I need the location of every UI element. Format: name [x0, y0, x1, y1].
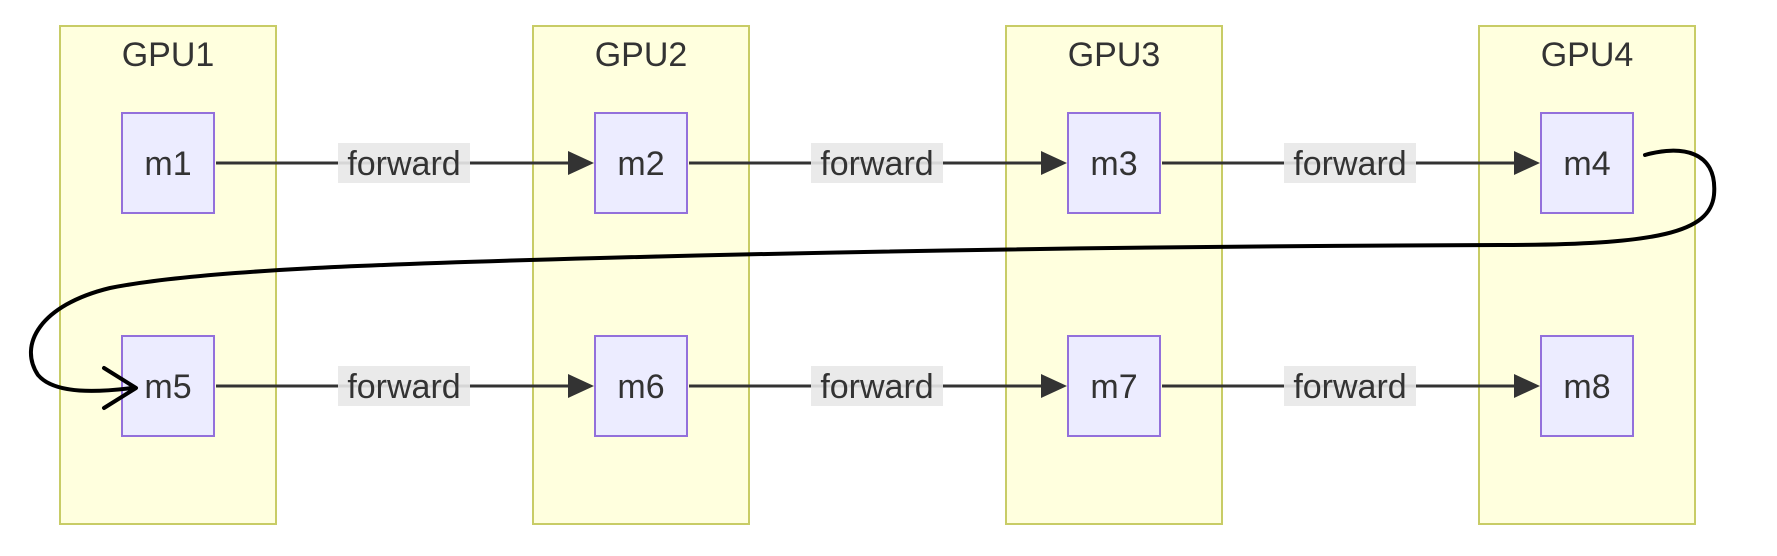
edge-label-m7-m8: forward	[1293, 368, 1406, 406]
node-m7: m7	[1067, 335, 1161, 437]
node-label-m6: m6	[617, 368, 664, 406]
node-box-m2	[594, 112, 688, 214]
node-box-m1	[121, 112, 215, 214]
node-m3: m3	[1067, 112, 1161, 214]
node-m8: m8	[1540, 335, 1634, 437]
node-box-m6	[594, 335, 688, 437]
node-m4: m4	[1540, 112, 1634, 214]
edge-m5-m6: forward	[216, 366, 594, 406]
edge-label-m6-m7: forward	[820, 368, 933, 406]
cluster-title-gpu1: GPU1	[122, 36, 215, 74]
node-box-m4	[1540, 112, 1634, 214]
edge-arrowhead-m3-m4	[1514, 151, 1540, 175]
node-m5: m5	[121, 335, 215, 437]
hand-drawn-arrow-m4-m5	[28, 148, 1717, 410]
cluster-box-gpu4	[1478, 25, 1696, 525]
edge-label-bg-m3-m4	[1284, 143, 1416, 183]
cluster-title-gpu2: GPU2	[595, 36, 688, 74]
edge-arrowhead-m1-m2	[568, 151, 594, 175]
cluster-box-gpu3	[1005, 25, 1223, 525]
cluster-box-gpu1	[59, 25, 277, 525]
edge-label-bg-m1-m2	[338, 143, 470, 183]
node-label-m1: m1	[144, 145, 191, 183]
edge-arrowhead-m7-m8	[1514, 374, 1540, 398]
edge-label-bg-m5-m6	[338, 366, 470, 406]
node-m2: m2	[594, 112, 688, 214]
edge-label-m2-m3: forward	[820, 145, 933, 183]
cluster-gpu3: GPU3	[1005, 25, 1223, 525]
edge-label-bg-m7-m8	[1284, 366, 1416, 406]
hand-drawn-arrowhead	[102, 366, 138, 410]
cluster-gpu4: GPU4	[1478, 25, 1696, 525]
edge-m6-m7: forward	[689, 366, 1067, 406]
node-m1: m1	[121, 112, 215, 214]
edge-label-bg-m6-m7	[811, 366, 943, 406]
node-label-m7: m7	[1090, 368, 1137, 406]
hand-drawn-curve	[28, 148, 1717, 393]
edge-m2-m3: forward	[689, 143, 1067, 183]
edge-m7-m8: forward	[1162, 366, 1540, 406]
edge-m3-m4: forward	[1162, 143, 1540, 183]
node-label-m8: m8	[1563, 368, 1610, 406]
node-label-m4: m4	[1563, 145, 1610, 183]
edge-arrowhead-m2-m3	[1041, 151, 1067, 175]
edge-label-m3-m4: forward	[1293, 145, 1406, 183]
node-box-m8	[1540, 335, 1634, 437]
node-box-m7	[1067, 335, 1161, 437]
edge-arrowhead-m5-m6	[568, 374, 594, 398]
edge-m1-m2: forward	[216, 143, 594, 183]
node-box-m5	[121, 335, 215, 437]
edge-label-m1-m2: forward	[347, 145, 460, 183]
edge-label-m5-m6: forward	[347, 368, 460, 406]
cluster-title-gpu3: GPU3	[1068, 36, 1161, 74]
node-label-m2: m2	[617, 145, 664, 183]
node-label-m5: m5	[144, 368, 191, 406]
edge-arrowhead-m6-m7	[1041, 374, 1067, 398]
cluster-gpu1: GPU1	[59, 25, 277, 525]
node-m6: m6	[594, 335, 688, 437]
cluster-gpu2: GPU2	[532, 25, 750, 525]
node-box-m3	[1067, 112, 1161, 214]
cluster-box-gpu2	[532, 25, 750, 525]
node-label-m3: m3	[1090, 145, 1137, 183]
cluster-title-gpu4: GPU4	[1541, 36, 1634, 74]
edge-label-bg-m2-m3	[811, 143, 943, 183]
